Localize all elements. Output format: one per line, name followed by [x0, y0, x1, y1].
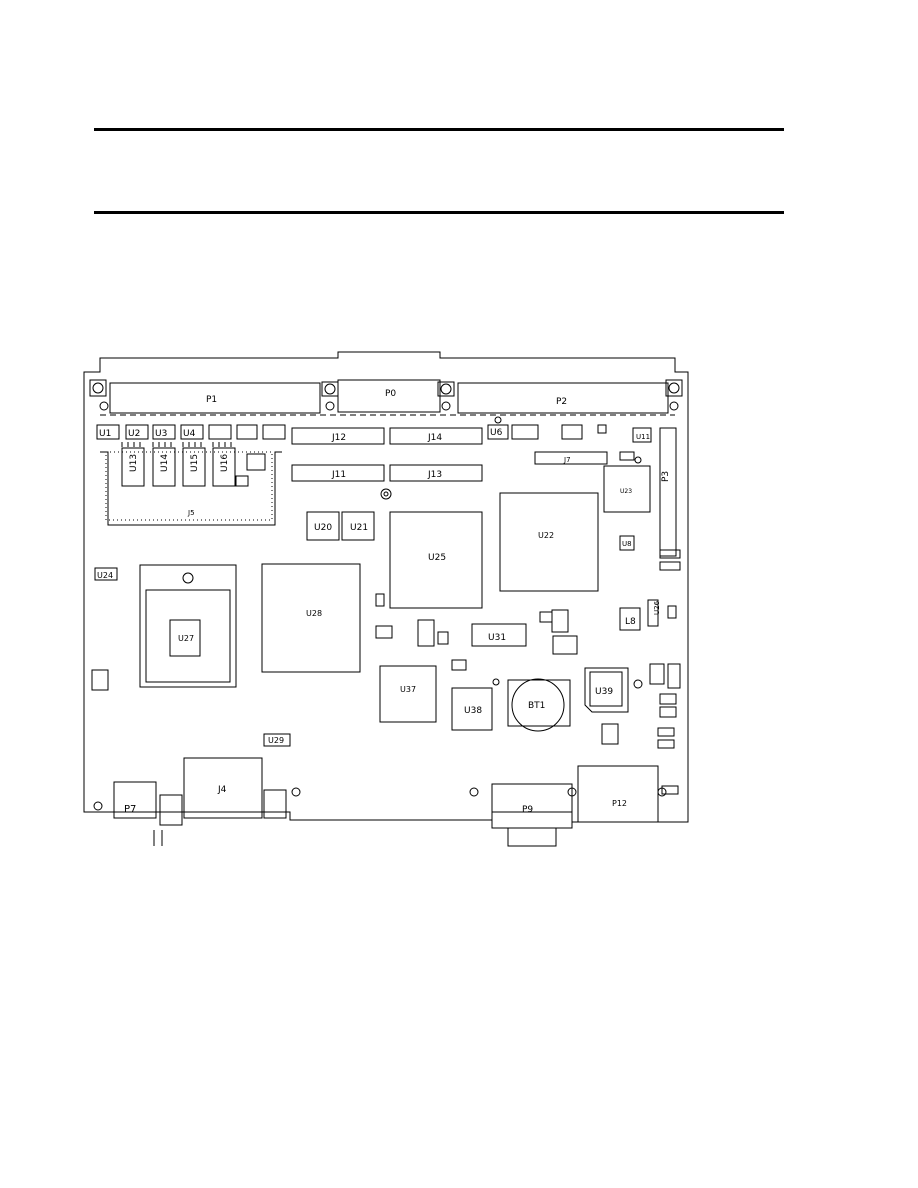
label-j4: J4	[217, 785, 227, 795]
label-p7: P7	[124, 804, 136, 815]
label-p3: P3	[661, 471, 671, 482]
connector-j4	[183, 757, 263, 819]
label-u3: U3	[155, 429, 167, 439]
battery-bt1	[511, 678, 565, 732]
label-u13: U13	[129, 454, 139, 472]
label-j11: J11	[331, 470, 346, 480]
label-u11: U11	[636, 433, 650, 441]
label-u25: U25	[428, 553, 446, 563]
label-j13: J13	[427, 470, 442, 480]
label-u20: U20	[314, 523, 332, 533]
label-p2: P2	[556, 397, 567, 407]
connector-p1	[109, 382, 321, 414]
label-u21: U21	[350, 523, 368, 533]
chip-u25	[389, 511, 483, 609]
label-u29: U29	[268, 736, 284, 745]
connector-p7	[113, 781, 157, 819]
top-rule-2	[94, 211, 784, 214]
label-l8: L8	[625, 617, 636, 627]
label-u16: U16	[220, 454, 230, 472]
socket-j12	[291, 427, 385, 445]
label-u1: U1	[99, 429, 111, 439]
chip-u38	[451, 687, 493, 731]
label-p1: P1	[206, 395, 217, 405]
socket-j14	[389, 427, 483, 445]
label-p9: P9	[522, 805, 533, 815]
label-u22: U22	[538, 531, 554, 540]
chip-u31	[471, 623, 527, 647]
label-p12: P12	[612, 799, 627, 808]
chip-u28	[261, 563, 361, 673]
label-u4: U4	[183, 429, 196, 439]
label-j7: J7	[563, 456, 571, 464]
label-j12: J12	[331, 433, 346, 443]
socket-j11	[291, 464, 385, 482]
connector-p3	[659, 427, 677, 557]
connector-p12	[577, 765, 659, 823]
label-u37: U37	[400, 685, 416, 694]
label-u6: U6	[490, 428, 503, 438]
label-j14: J14	[427, 433, 442, 443]
socket-j13	[389, 464, 483, 482]
chip-u39	[584, 667, 629, 713]
label-bt1: BT1	[528, 701, 545, 711]
label-u15: U15	[190, 454, 200, 472]
label-u28: U28	[306, 609, 322, 618]
board-outline	[83, 351, 689, 823]
label-j5: J5	[187, 509, 195, 517]
connector-j7	[534, 451, 608, 465]
chip-u37	[379, 665, 437, 723]
connector-p2	[457, 382, 669, 414]
label-u14: U14	[160, 454, 170, 472]
chip-u22	[499, 492, 599, 592]
label-u31: U31	[488, 633, 506, 643]
label-u27: U27	[178, 634, 194, 643]
label-u24: U24	[97, 571, 113, 580]
label-u2: U2	[128, 429, 140, 439]
label-u8: U8	[622, 540, 632, 548]
label-p0: P0	[385, 389, 396, 399]
label-u23: U23	[620, 488, 632, 495]
top-rule-1	[94, 128, 784, 131]
label-u38: U38	[464, 706, 482, 716]
label-u26: U26	[653, 600, 661, 615]
chip-u27	[139, 564, 237, 688]
label-u39: U39	[595, 687, 613, 697]
